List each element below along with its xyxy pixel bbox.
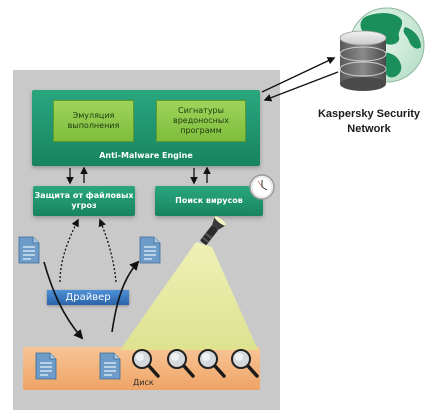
virus-scan-label: Поиск вирусов <box>175 196 243 205</box>
magnifier-icon <box>231 349 259 378</box>
document-icon <box>139 236 161 264</box>
driver-box: Драйвер <box>47 290 129 305</box>
magnifier-icon <box>132 349 160 378</box>
emulation-box: Эмуляция выполнения <box>53 100 134 142</box>
magnifier-icon <box>167 349 195 378</box>
flashlight-icon <box>200 216 226 245</box>
clock-icon <box>249 174 275 200</box>
document-icon <box>99 352 121 380</box>
signatures-label: Сигнатуры вредоносных программ <box>173 106 229 135</box>
emulation-label: Эмуляция выполнения <box>67 111 120 130</box>
engine-title: Anti-Malware Engine <box>99 151 193 160</box>
document-icon <box>18 236 40 264</box>
ksn-label-line1: Kaspersky Security <box>317 108 421 120</box>
ksn-label-line2: Network <box>347 123 391 135</box>
dotted-arrow-left <box>59 218 79 283</box>
anti-malware-engine-box: Эмуляция выполнения Сигнатуры вредоносны… <box>32 90 260 166</box>
driver-label: Драйвер <box>65 292 111 303</box>
signatures-box: Сигнатуры вредоносных программ <box>156 100 246 142</box>
disk-label: Диск <box>133 378 154 387</box>
flashlight-beam <box>120 242 258 350</box>
dotted-arrow-right <box>98 218 117 283</box>
file-protection-label: Защита от файловых угроз <box>34 191 134 210</box>
virus-scan-box: Поиск вирусов <box>155 186 263 216</box>
ksn-label: Kaspersky Security Network <box>300 107 438 137</box>
arrow-engine-to-ksn <box>261 57 336 93</box>
file-protection-box: Защита от файловых угроз <box>33 186 135 216</box>
curved-arrow-doc-to-disk <box>43 261 84 340</box>
magnifier-icon <box>198 349 226 378</box>
arrow-ksn-to-engine <box>263 71 339 102</box>
database-icon <box>339 30 387 91</box>
document-icon <box>35 352 57 380</box>
curved-arrow-disk-to-doc <box>111 260 140 333</box>
